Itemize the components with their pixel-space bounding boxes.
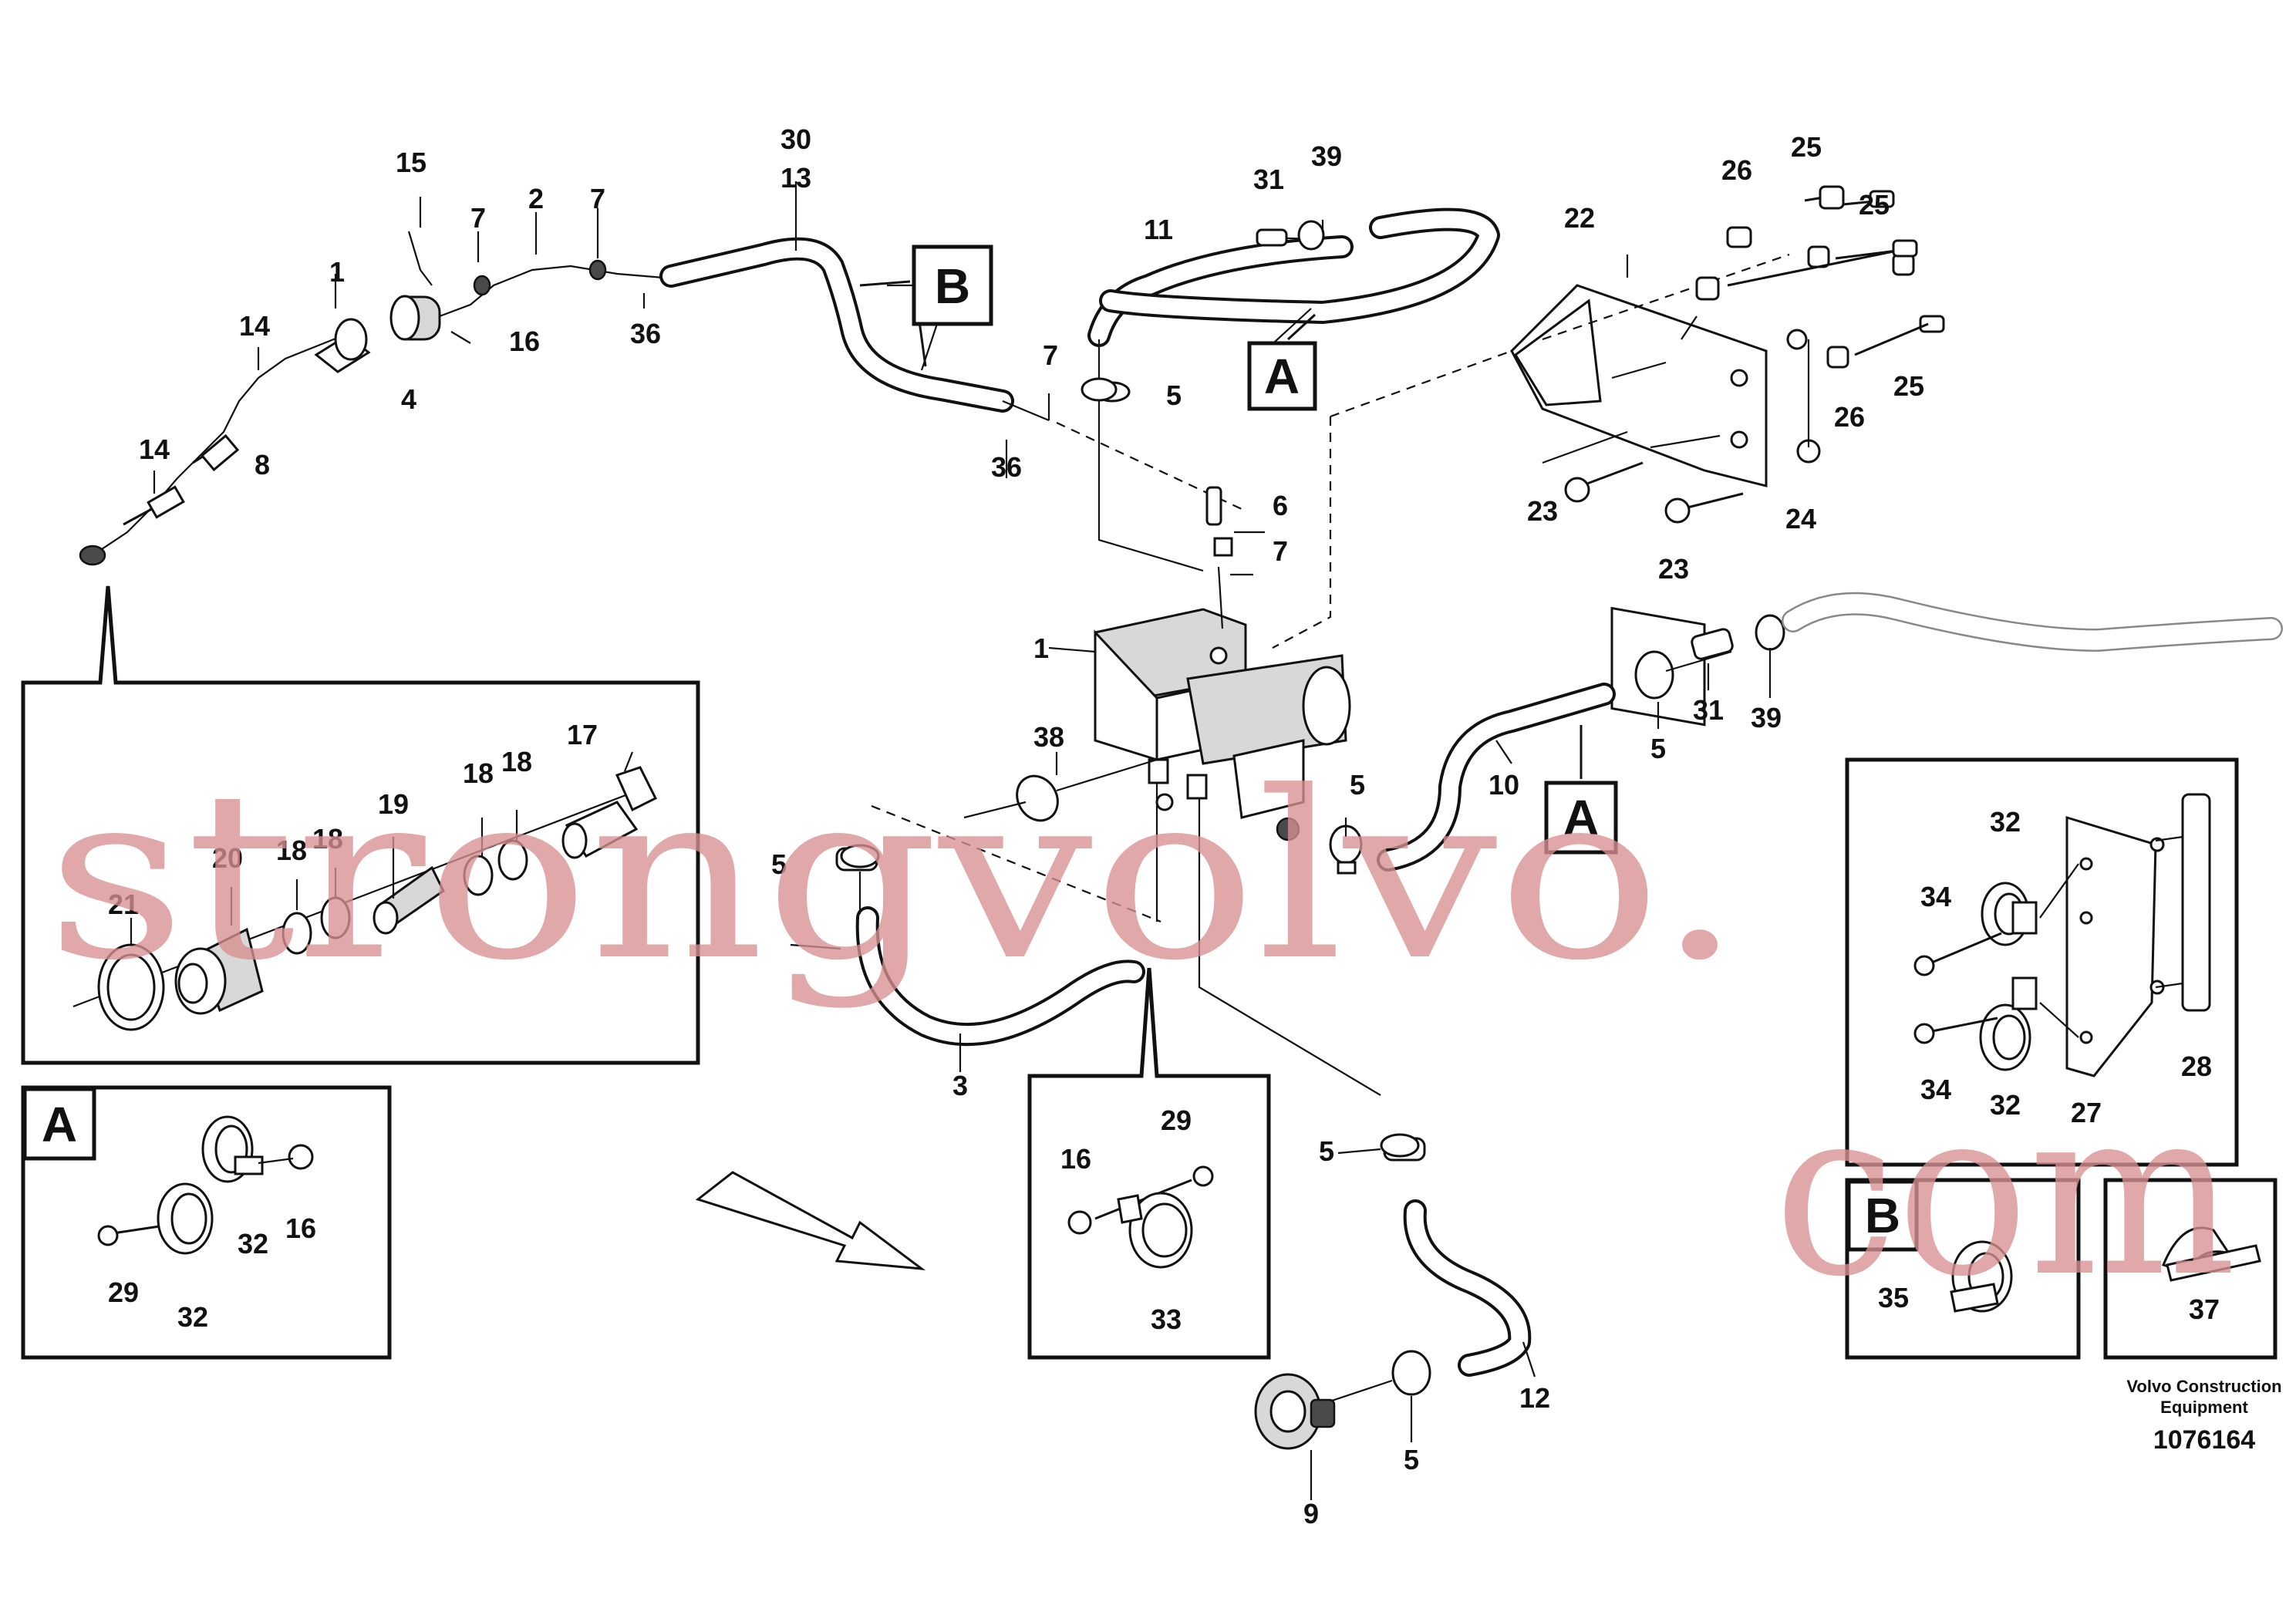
callout-8: 8 (255, 449, 270, 481)
inset-bracket-detail (1845, 757, 2239, 1167)
badge-a-upper: A (1247, 313, 1317, 411)
callout-39b: 39 (1751, 702, 1782, 733)
callout-16b: 16 (1060, 1143, 1091, 1175)
direction-arrow (695, 1171, 926, 1270)
watermark: strongvolvo. com (46, 742, 2237, 1327)
inset-center (1027, 967, 1271, 1360)
callout-25c: 25 (1893, 370, 1924, 402)
callout-32d: 32 (1990, 1089, 2021, 1121)
callout-17: 17 (567, 719, 598, 750)
callout-9: 9 (1303, 1498, 1319, 1529)
fuel-hose-11 (1087, 207, 1500, 572)
callout-7b: 7 (590, 183, 605, 214)
callout-29a: 29 (108, 1276, 139, 1308)
brand-line-1: Volvo Construction (2126, 1377, 2281, 1396)
callout-21: 21 (108, 889, 139, 920)
brand-line-2: Equipment (2160, 1398, 2248, 1417)
wire-38 (1016, 758, 1158, 822)
callout-34b: 34 (1920, 1074, 1951, 1105)
callout-32c: 32 (1990, 806, 2021, 838)
callout-7c: 7 (1043, 339, 1058, 371)
callout-31b: 31 (1693, 694, 1724, 726)
callout-25b: 25 (1859, 189, 1890, 221)
callout-14a: 14 (239, 310, 270, 342)
fuel-line-assembly (79, 231, 664, 566)
badge-b-main: B (859, 244, 993, 367)
callout-25a: 25 (1791, 131, 1822, 163)
callout-5b: 5 (1650, 733, 1666, 764)
callout-27: 27 (2071, 1097, 2102, 1128)
callout-10: 10 (1489, 769, 1519, 801)
watermark-line-1: strongvolvo. (46, 742, 1743, 1011)
callout-5d: 5 (771, 848, 787, 880)
callout-11: 11 (1144, 214, 1173, 245)
callout-6: 6 (1273, 490, 1288, 521)
callout-labels: 30 13 15 2 7 7 1 16 36 14 4 14 8 39 31 1… (108, 123, 2220, 1529)
footer: Volvo Construction Equipment 1076164 (2126, 1377, 2281, 1455)
coolant-hose-10 (1329, 592, 2283, 875)
callout-1b: 1 (1033, 632, 1049, 664)
callout-37: 37 (2189, 1293, 2220, 1325)
callout-4: 4 (401, 383, 416, 415)
callout-16a: 16 (285, 1212, 316, 1244)
callout-12: 12 (1519, 1382, 1550, 1414)
callout-3: 3 (952, 1070, 968, 1101)
callout-18a: 18 (463, 757, 494, 789)
callout-23a: 23 (1527, 495, 1558, 527)
drawing-number: 1076164 (2153, 1425, 2255, 1455)
inset-37 (2103, 1178, 2277, 1360)
mounting-bracket-22 (1330, 185, 1945, 727)
callout-39a: 39 (1311, 140, 1342, 172)
connector-line (1272, 416, 1332, 649)
callout-2: 2 (528, 183, 544, 214)
callout-32a: 32 (177, 1301, 208, 1333)
leader-lines (153, 181, 1772, 1500)
callout-28: 28 (2181, 1050, 2212, 1082)
callout-14b: 14 (139, 433, 170, 465)
watermark-line-2: com (1774, 1058, 2237, 1327)
callout-18c: 18 (312, 823, 343, 855)
coolant-hose-12 (1254, 1137, 1532, 1450)
badge-a-lower-label: A (1563, 790, 1599, 845)
callout-24: 24 (1785, 503, 1816, 534)
badge-a-lower: A (1544, 725, 1618, 855)
inset-b-badge: B (1865, 1188, 1900, 1243)
callout-7d: 7 (1273, 535, 1288, 567)
callout-18d: 18 (276, 835, 307, 866)
callout-15: 15 (396, 147, 426, 178)
inset-a: A (21, 1085, 392, 1360)
callout-29b: 29 (1161, 1104, 1192, 1136)
callout-22: 22 (1564, 202, 1595, 234)
badge-b-label: B (935, 258, 970, 314)
callout-5c: 5 (1350, 769, 1365, 801)
badge-a-upper-label: A (1264, 349, 1300, 404)
callout-26b: 26 (1834, 401, 1865, 433)
callout-5e: 5 (1319, 1135, 1334, 1167)
callout-7a: 7 (470, 202, 486, 234)
callout-5f: 5 (1404, 1444, 1419, 1475)
callout-16: 16 (509, 325, 540, 357)
callout-26a: 26 (1721, 154, 1752, 186)
callout-30: 30 (781, 123, 811, 155)
callout-36b: 36 (991, 451, 1022, 483)
callout-18b: 18 (501, 746, 532, 777)
callout-19: 19 (378, 788, 409, 820)
callout-23b: 23 (1658, 553, 1689, 585)
callout-20: 20 (212, 842, 243, 874)
callout-35: 35 (1878, 1282, 1909, 1313)
callout-34a: 34 (1920, 881, 1951, 912)
clamps (840, 377, 1420, 1158)
callout-33: 33 (1151, 1303, 1182, 1335)
callout-1: 1 (329, 256, 345, 288)
callout-38: 38 (1033, 721, 1064, 753)
callout-31a: 31 (1253, 164, 1284, 195)
callout-5a: 5 (1166, 379, 1182, 411)
callout-36a: 36 (630, 318, 661, 349)
inset-filter-detail (21, 585, 700, 1065)
callout-13: 13 (781, 162, 811, 194)
inset-a-badge: A (42, 1097, 77, 1152)
inset-b: B (1845, 1178, 2081, 1360)
callout-32b: 32 (238, 1228, 268, 1259)
